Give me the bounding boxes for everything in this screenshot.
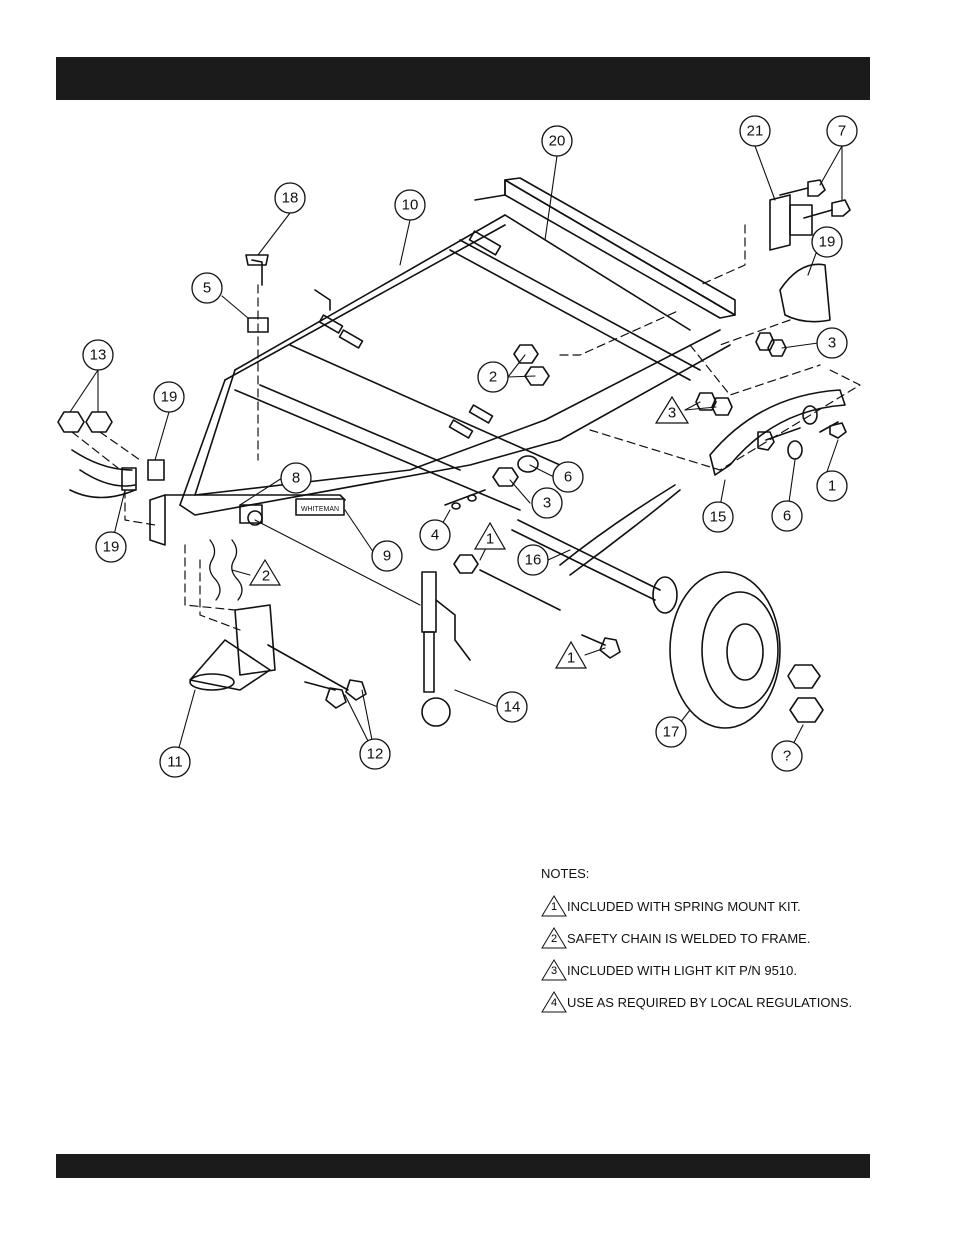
footer-bar (56, 1154, 870, 1178)
svg-text:?: ? (783, 748, 791, 765)
tire (670, 572, 780, 728)
callout-3-nut: 3 (532, 488, 562, 518)
callout-5: 5 (192, 273, 222, 303)
svg-text:13: 13 (90, 347, 107, 364)
note-item: 2 SAFETY CHAIN IS WELDED TO FRAME. (541, 927, 901, 949)
svg-text:17: 17 (663, 724, 680, 741)
triangle-icon: 4 (541, 991, 567, 1013)
tongue (150, 495, 345, 545)
svg-text:4: 4 (431, 527, 439, 544)
svg-text:20: 20 (549, 133, 566, 150)
coupler (190, 605, 275, 690)
callout-leaders (70, 146, 842, 762)
triangle-icon: 1 (541, 895, 567, 917)
hardware (58, 180, 850, 708)
svg-text:18: 18 (282, 190, 299, 207)
callout-12: 12 (360, 739, 390, 769)
callout-19-harness: 19 (96, 532, 126, 562)
svg-text:2: 2 (262, 568, 270, 585)
callout-19-plug: 19 (154, 382, 184, 412)
svg-text:2: 2 (551, 933, 557, 945)
svg-text:19: 19 (161, 389, 178, 406)
callout-question: ? (772, 741, 802, 771)
svg-text:16: 16 (525, 552, 542, 569)
callout-1-bolt: 1 (817, 471, 847, 501)
triangle-note-3: 3 (656, 397, 688, 423)
header-bar (56, 57, 870, 100)
trailer-frame (180, 178, 735, 515)
callout-16: 16 (518, 545, 548, 575)
svg-text:6: 6 (564, 469, 572, 486)
note-text: INCLUDED WITH LIGHT KIT P/N 9510. (567, 963, 797, 978)
callout-3-rear: 3 (817, 328, 847, 358)
svg-text:1: 1 (551, 901, 557, 913)
svg-text:19: 19 (819, 234, 836, 251)
triangle-icon: 3 (541, 959, 567, 981)
triangle-icon: 2 (541, 927, 567, 949)
triangle-note-1-spring: 1 (475, 523, 505, 549)
callout-6-washer: 6 (553, 462, 583, 492)
svg-text:1: 1 (828, 478, 836, 495)
svg-text:3: 3 (543, 495, 551, 512)
callout-13: 13 (83, 340, 113, 370)
svg-text:21: 21 (747, 123, 764, 140)
lug-nuts (788, 665, 823, 722)
svg-text:3: 3 (828, 335, 836, 352)
svg-text:15: 15 (710, 509, 727, 526)
notes-section: NOTES: 1 INCLUDED WITH SPRING MOUNT KIT.… (541, 866, 901, 1023)
svg-text:1: 1 (486, 531, 494, 548)
svg-text:2: 2 (489, 369, 497, 386)
triangle-note-2: 2 (250, 560, 280, 585)
callout-20: 20 (542, 126, 572, 156)
callout-8: 8 (281, 463, 311, 493)
light-bracket (770, 195, 812, 250)
svg-text:1: 1 (567, 650, 575, 667)
brand-label: WHITEMAN (301, 506, 339, 513)
callout-18: 18 (275, 183, 305, 213)
callout-2: 2 (478, 362, 508, 392)
note-text: USE AS REQUIRED BY LOCAL REGULATIONS. (567, 995, 852, 1010)
notes-title: NOTES: (541, 866, 901, 881)
svg-text:3: 3 (668, 405, 676, 422)
svg-text:4: 4 (551, 997, 557, 1009)
note-item: 1 INCLUDED WITH SPRING MOUNT KIT. (541, 895, 901, 917)
svg-text:8: 8 (292, 470, 300, 487)
callout-15: 15 (703, 502, 733, 532)
note-item: 4 USE AS REQUIRED BY LOCAL REGULATIONS. (541, 991, 901, 1013)
callout-9: 9 (372, 541, 402, 571)
callout-6-fender: 6 (772, 501, 802, 531)
svg-text:14: 14 (504, 699, 521, 716)
svg-text:7: 7 (838, 123, 846, 140)
svg-text:10: 10 (402, 197, 419, 214)
note-item: 3 INCLUDED WITH LIGHT KIT P/N 9510. (541, 959, 901, 981)
jack (422, 572, 470, 726)
callout-17: 17 (656, 717, 686, 747)
taillight (780, 264, 830, 321)
callout-14: 14 (497, 692, 527, 722)
callout-10: 10 (395, 190, 425, 220)
callout-19-taillight: 19 (812, 227, 842, 257)
trailer-exploded-diagram: WHITEMAN 20 21 7 18 10 19 5 13 19 3 2 8 … (0, 100, 954, 800)
svg-text:12: 12 (367, 746, 384, 763)
svg-text:3: 3 (551, 965, 557, 977)
callout-21: 21 (740, 116, 770, 146)
note-text: INCLUDED WITH SPRING MOUNT KIT. (567, 899, 801, 914)
svg-text:9: 9 (383, 548, 391, 565)
callout-7: 7 (827, 116, 857, 146)
safety-chains (210, 540, 242, 600)
svg-text:11: 11 (167, 754, 183, 771)
svg-text:5: 5 (203, 280, 211, 297)
svg-text:6: 6 (783, 508, 791, 525)
svg-text:19: 19 (103, 539, 120, 556)
callout-11: 11 (160, 747, 190, 777)
callout-4: 4 (420, 520, 450, 550)
note-text: SAFETY CHAIN IS WELDED TO FRAME. (567, 931, 810, 946)
triangle-note-1-bolt: 1 (556, 642, 586, 668)
